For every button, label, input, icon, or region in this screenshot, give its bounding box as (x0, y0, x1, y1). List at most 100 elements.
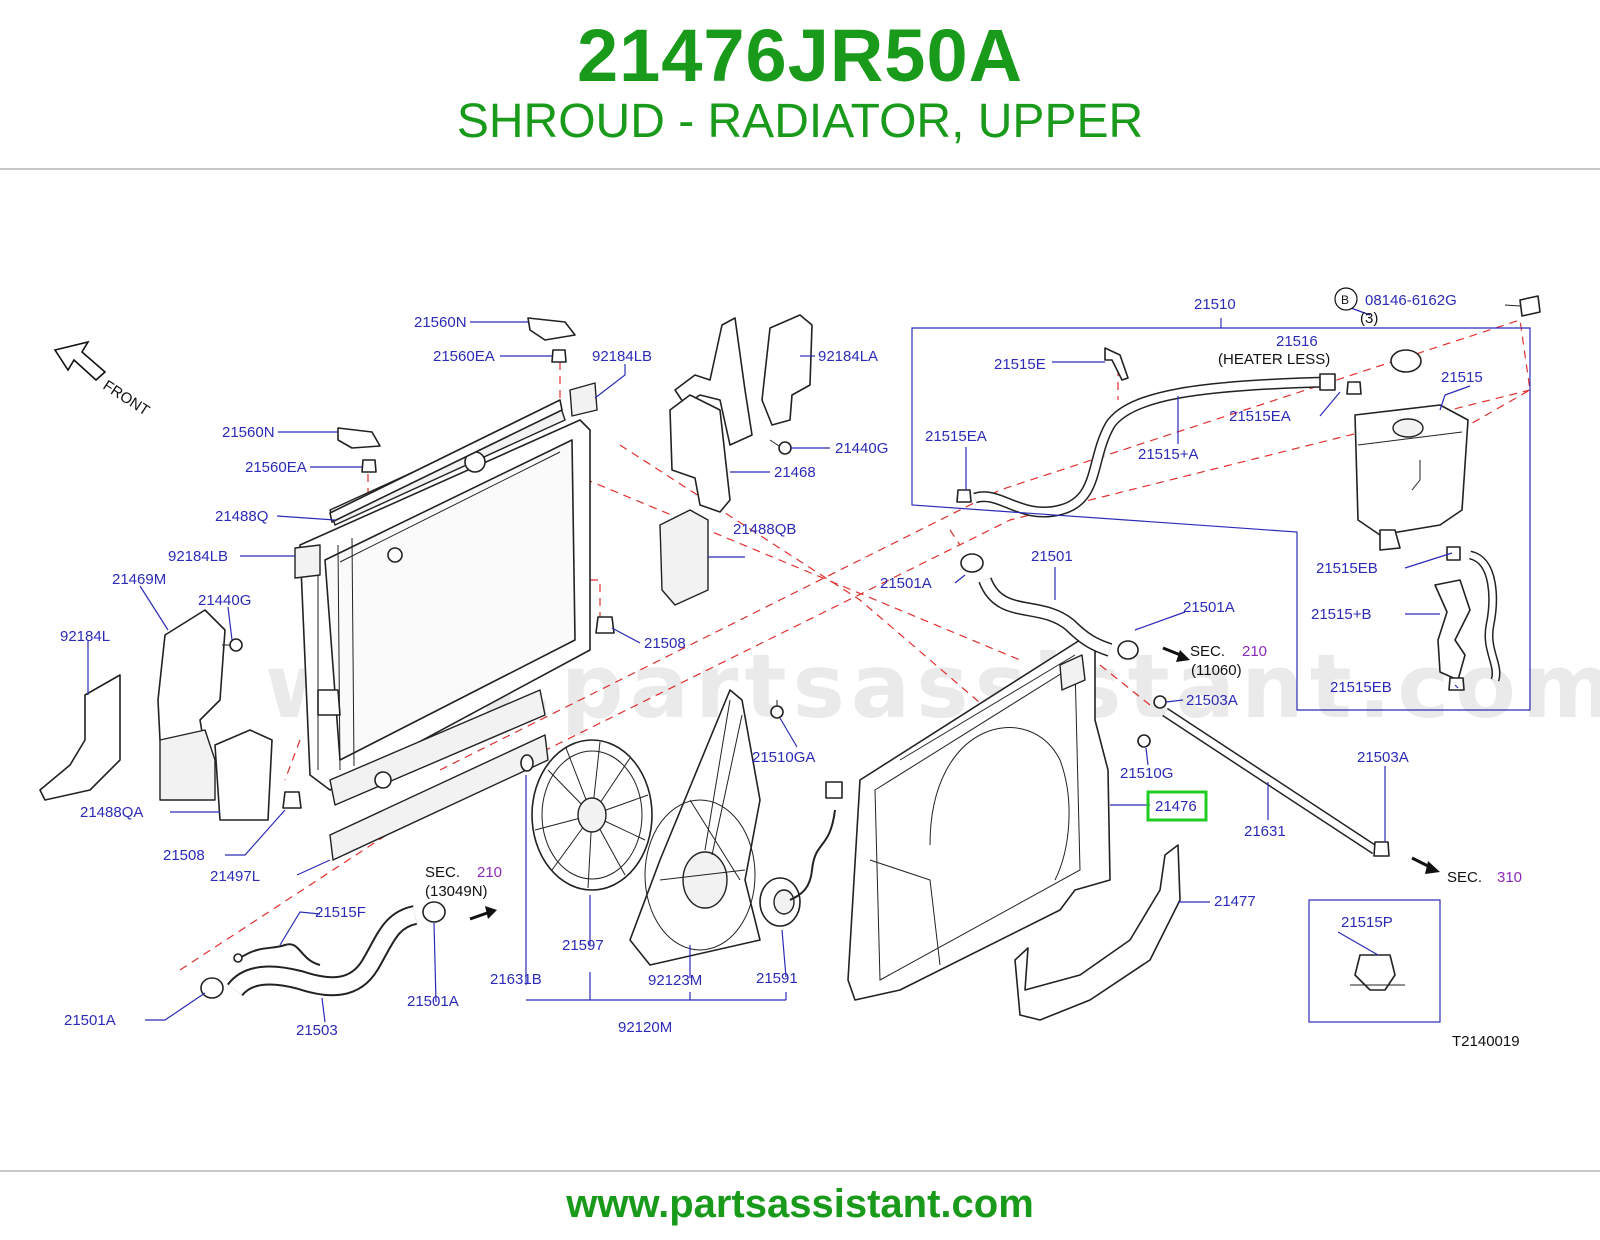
callout: 21515EA (925, 428, 987, 445)
seal-bracket-92184l (39, 674, 121, 801)
callout: 21469M (112, 571, 166, 588)
sec-arrow-icons (469, 646, 1440, 921)
header-divider (0, 168, 1600, 170)
callout: 21515P (1341, 914, 1393, 931)
seal-pads-92184lb (294, 382, 598, 579)
sec-ref-sub: (13049N) (425, 883, 488, 900)
bolt-marker-circle (1334, 287, 1358, 311)
rubber-mount-21508-right (595, 616, 615, 634)
motor-21591 (759, 877, 801, 927)
callout: 21501 (1031, 548, 1073, 565)
callout: 92184LB (168, 548, 228, 565)
callout: 21510 (1194, 296, 1236, 313)
lower-hose-21503 (200, 901, 446, 999)
callout: 21516 (1276, 333, 1318, 350)
hose-sensor-21515f (233, 943, 321, 966)
bolt-08146-6162g (1504, 295, 1541, 317)
callout: (HEATER LESS) (1218, 351, 1330, 368)
callout: 21501A (64, 1012, 116, 1029)
callout: 21515EB (1330, 679, 1392, 696)
highlight-box-21476 (1146, 790, 1208, 822)
air-guides-upper (659, 314, 813, 606)
callout: 92184LA (818, 348, 878, 365)
callout: 08146-6162G (1365, 292, 1457, 309)
nut-21631b (520, 754, 534, 772)
callout: 92120M (618, 1019, 672, 1036)
highlighted-callout: 21476 (1155, 798, 1197, 815)
radiator-seal-21488q (329, 399, 563, 523)
part-name-subtitle: SHROUD - RADIATOR, UPPER (456, 95, 1144, 148)
exploded-parts-diagram: FRONT 21560N 21560EA 92184LB 21560N 2156… (39, 287, 1541, 1050)
clip-21515p (1350, 954, 1405, 991)
callout: 92184LB (592, 348, 652, 365)
callout: 21560EA (433, 348, 495, 365)
page-header: 21476JR50A SHROUD - RADIATOR, UPPER (0, 0, 1600, 168)
sec-ref-label: SEC. (1447, 869, 1482, 886)
callout: 21488QB (733, 521, 796, 538)
callout: 21440G (835, 440, 888, 457)
sec-ref-number: 210 (1242, 643, 1267, 660)
drain-hose-21631 (1162, 707, 1390, 857)
callout: 21510G (1120, 765, 1173, 782)
callout: 21503 (296, 1022, 338, 1039)
callout: 21508 (163, 847, 205, 864)
reservoir-hose-21515b (1434, 546, 1501, 691)
callout: 21510GA (752, 749, 815, 766)
upper-brackets-21560n (337, 317, 576, 449)
front-arrow-icon (53, 340, 107, 382)
sec-ref-sub: (11060) (1191, 662, 1242, 679)
footer-website-link[interactable]: www.partsassistant.com (566, 1182, 1034, 1226)
screw-21440g-left (222, 638, 243, 652)
air-guide-21469m (157, 609, 273, 821)
callout: 21591 (756, 970, 798, 987)
sec-ref-label: SEC. (425, 864, 460, 881)
clip-detail-box (1308, 899, 1441, 1023)
callout: 21560EA (245, 459, 307, 476)
callout: 21515EB (1316, 560, 1378, 577)
callout: 21508 (644, 635, 686, 652)
fan-shroud-motor-92123m (629, 689, 761, 966)
callout: 21515+A (1138, 446, 1198, 463)
front-label: FRONT (100, 377, 153, 419)
fan-blade-21597 (531, 739, 653, 891)
callout: 21503A (1186, 692, 1238, 709)
callout: 21488QA (80, 804, 143, 821)
callout: 21560N (414, 314, 467, 331)
reservoir-hose-21515a (956, 373, 1362, 518)
callout: 21477 (1214, 893, 1256, 910)
screws-21510g-21503a (1137, 695, 1167, 748)
upper-hose-21501 (960, 553, 1139, 660)
callout: 21631B (490, 971, 542, 988)
sec-ref-label: SEC. (1190, 643, 1225, 660)
screw-21510ga (770, 700, 784, 719)
leader-lines (87, 303, 1471, 1023)
bolt-marker-letter: B (1341, 293, 1349, 307)
callout: (3) (1360, 310, 1378, 327)
callout: 21515F (315, 904, 366, 921)
rubber-mount-21508-left (282, 791, 302, 809)
lower-seal-21497l (329, 734, 549, 861)
callout: 21468 (774, 464, 816, 481)
screw-21440g-center (769, 439, 792, 455)
callout-labels: FRONT 21560N 21560EA 92184LB 21560N 2156… (60, 292, 1522, 1050)
callout: 21631 (1244, 823, 1286, 840)
callout: 21501A (880, 575, 932, 592)
callout: 21597 (562, 937, 604, 954)
sec-ref-number: 310 (1497, 869, 1522, 886)
callout: 21515+B (1311, 606, 1371, 623)
radiator-shroud-upper-21476 (847, 639, 1111, 1001)
callout: 21501A (407, 993, 459, 1010)
callout: 21497L (210, 868, 260, 885)
callout: 21515 (1441, 369, 1483, 386)
callout: 21503A (1357, 749, 1409, 766)
callout: 21560N (222, 424, 275, 441)
callout: 92123M (648, 972, 702, 989)
callout: 21440G (198, 592, 251, 609)
upper-grommets-21560ea (361, 349, 567, 473)
drawing-id: T2140019 (1452, 1033, 1520, 1050)
hose-clip-21515e (1104, 347, 1129, 381)
motor-harness (789, 781, 843, 901)
reservoir-group-box (911, 327, 1531, 711)
reservoir-tank-21515 (1354, 404, 1469, 551)
callout: 21515E (994, 356, 1046, 373)
